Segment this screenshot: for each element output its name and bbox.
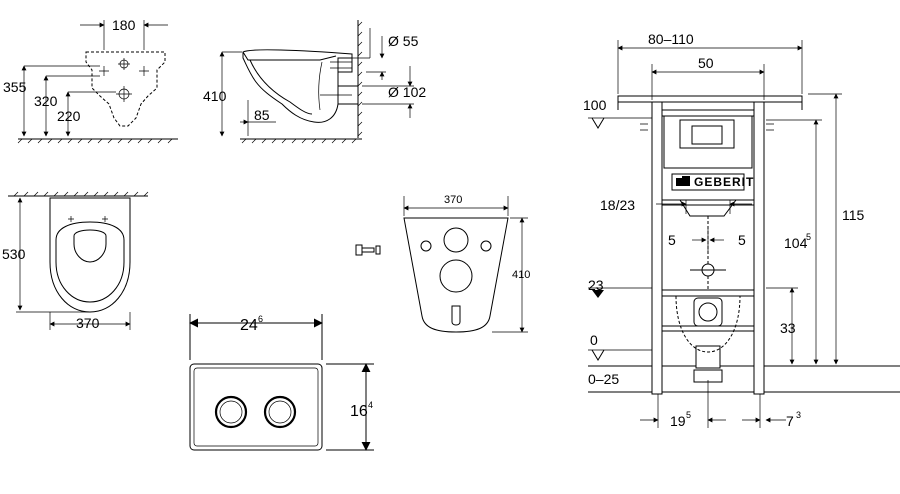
height-104-sup-label: 5 (806, 232, 811, 242)
wc-height-320-label: 320 (34, 93, 58, 109)
level-100-label: 100 (583, 97, 607, 113)
wc-side-view (219, 20, 414, 144)
wc-plan-view (8, 191, 149, 330)
offset-bottom-label: 19 (670, 413, 686, 429)
offset-right-label: 5 (738, 232, 746, 248)
bracket-spacing-label: 18/23 (600, 197, 635, 213)
wc-height-410-label: 410 (203, 88, 227, 104)
wc-top-width-label: 180 (112, 17, 136, 33)
wc-length-530-label: 530 (2, 246, 26, 262)
frame-inner-width-label: 50 (698, 55, 714, 71)
height-115-label: 115 (842, 207, 865, 223)
wc-height-355-label: 355 (3, 79, 27, 95)
pipe-d102-label: Ø 102 (388, 84, 426, 100)
plate-height-label: 16 (350, 403, 368, 420)
installation-frame (588, 95, 900, 395)
plate-height-sup-label: 4 (368, 400, 373, 410)
brand-geberit-label: GEBERIT (694, 175, 754, 189)
sound-insulation-pad (355, 196, 528, 333)
level-0-label: 0 (590, 332, 598, 348)
floor-range-label: 0–25 (588, 371, 619, 387)
wc-height-220-label: 220 (57, 108, 81, 124)
offset-side-label: 7 (786, 413, 794, 429)
wc-top-view (17, 20, 178, 144)
mounting-bolt-icon (355, 244, 381, 256)
frame-dimension-lines (588, 40, 842, 428)
drain-height-33-label: 33 (780, 320, 796, 336)
pad-height-410-label: 410 (512, 269, 530, 281)
height-104-label: 104 (784, 235, 808, 251)
offset-left-label: 5 (668, 232, 676, 248)
wc-depth-85-label: 85 (254, 107, 270, 123)
level-23-label: 23 (588, 277, 604, 293)
flush-plate (189, 314, 374, 451)
offset-side-sup-label: 3 (796, 410, 801, 420)
frame-width-range-label: 80–110 (648, 31, 694, 47)
wc-width-370-label: 370 (76, 315, 100, 331)
pad-width-370-label: 370 (444, 194, 462, 206)
plate-width-label: 24 (240, 317, 258, 334)
plate-width-sup-label: 6 (258, 314, 263, 324)
offset-bottom-sup-label: 5 (686, 410, 691, 420)
pipe-d55-label: Ø 55 (388, 33, 419, 49)
